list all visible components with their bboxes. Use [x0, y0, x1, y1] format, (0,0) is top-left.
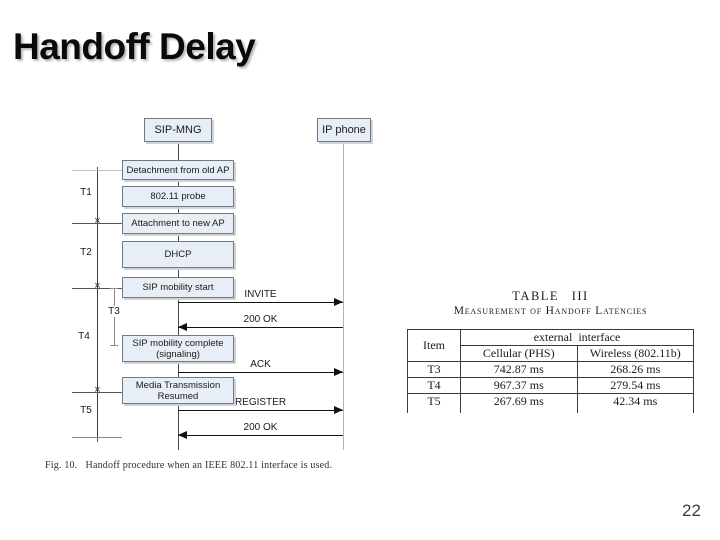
latency-table: Item external interface Cellular (PHS) W…	[407, 329, 694, 413]
column-header-wireless: Wireless (802.11b)	[576, 345, 694, 362]
arrow-left-icon	[178, 323, 187, 331]
arrow-right-icon	[334, 406, 343, 414]
table-row: T3 742.87 ms 268.26 ms	[407, 361, 694, 378]
interval-label-t4: T4	[73, 331, 95, 342]
table-border-extension	[407, 409, 694, 413]
interval-label-t1: T1	[75, 187, 97, 198]
cell-cellular: 967.37 ms	[460, 377, 578, 394]
step-attachment-new-ap: Attachment to new AP	[122, 213, 234, 234]
t3-tick	[110, 345, 118, 346]
message-line	[178, 327, 343, 328]
figure-caption: Fig. 10. Handoff procedure when an IEEE …	[45, 460, 333, 471]
interval-tick	[72, 288, 122, 289]
actor-sip-mng: SIP-MNG	[144, 118, 212, 142]
lifeline-ip-phone	[343, 142, 344, 450]
t3-tick	[110, 288, 118, 289]
column-header-item: Item	[407, 329, 461, 362]
interval-axis	[97, 170, 98, 437]
table-row: T5 267.69 ms 42.34 ms	[407, 393, 694, 409]
message-line	[178, 410, 343, 411]
message-label-200ok-2: 200 OK	[243, 422, 278, 433]
cell-item: T3	[407, 361, 461, 378]
step-80211-probe: 802.11 probe	[122, 186, 234, 207]
cell-cellular: 267.69 ms	[460, 393, 578, 409]
message-label-200ok-1: 200 OK	[243, 314, 278, 325]
column-header-cellular: Cellular (PHS)	[460, 345, 578, 362]
cell-wireless: 268.26 ms	[576, 361, 694, 378]
table-row: Item external interface	[407, 329, 694, 362]
interval-tick	[72, 392, 122, 393]
interval-tick	[72, 170, 122, 171]
interval-label-t2: T2	[75, 247, 97, 258]
table-row: Cellular (PHS) Wireless (802.11b)	[408, 345, 694, 362]
message-label-ack: ACK	[250, 359, 271, 370]
spacer-cell	[407, 409, 461, 413]
cell-item: T5	[407, 393, 461, 409]
interval-tick	[72, 223, 122, 224]
spacer-cell	[460, 409, 578, 413]
cell-wireless: 42.34 ms	[576, 393, 694, 409]
page-title: Handoff Delay	[13, 26, 256, 67]
step-media-transmission-resumed: Media Transmission Resumed	[122, 377, 234, 404]
cell-item: T4	[407, 377, 461, 394]
table-subtitle: Measurement of Handoff Latencies	[453, 305, 648, 317]
message-line	[178, 372, 343, 373]
actor-ip-phone: IP phone	[317, 118, 371, 142]
arrow-left-icon	[178, 431, 187, 439]
message-label-invite: INVITE	[244, 289, 277, 300]
cell-cellular: 742.87 ms	[460, 361, 578, 378]
handoff-sequence-diagram: SIP-MNG IP phone Detachment from old AP …	[45, 110, 380, 482]
step-sip-mobility-complete: SIP mobility complete (signaling)	[122, 335, 234, 362]
interval-label-t5: T5	[75, 405, 97, 416]
step-dhcp: DHCP	[122, 241, 234, 268]
latency-table-block: TABLE III Measurement of Handoff Latenci…	[403, 289, 698, 413]
interval-cross-mark: ×	[94, 280, 101, 292]
interval-label-t3: T3	[103, 306, 125, 317]
message-label-register: REGISTER	[234, 397, 287, 408]
interval-cross-mark: ×	[94, 384, 101, 396]
table-row: T4 967.37 ms 279.54 ms	[407, 377, 694, 394]
interval-cross-mark: ×	[94, 215, 101, 227]
interval-tick	[72, 437, 122, 438]
spacer-cell	[576, 409, 694, 413]
column-group-header: external interface	[460, 329, 694, 346]
arrow-right-icon	[334, 368, 343, 376]
step-sip-mobility-start: SIP mobility start	[122, 277, 234, 298]
message-line	[178, 435, 343, 436]
cell-wireless: 279.54 ms	[576, 377, 694, 394]
step-detachment-old-ap: Detachment from old AP	[122, 160, 234, 180]
slide-page-number: 22	[682, 501, 701, 520]
interval-tick	[97, 437, 98, 442]
table-title: TABLE III	[512, 289, 589, 303]
message-line	[178, 302, 343, 303]
arrow-right-icon	[334, 298, 343, 306]
